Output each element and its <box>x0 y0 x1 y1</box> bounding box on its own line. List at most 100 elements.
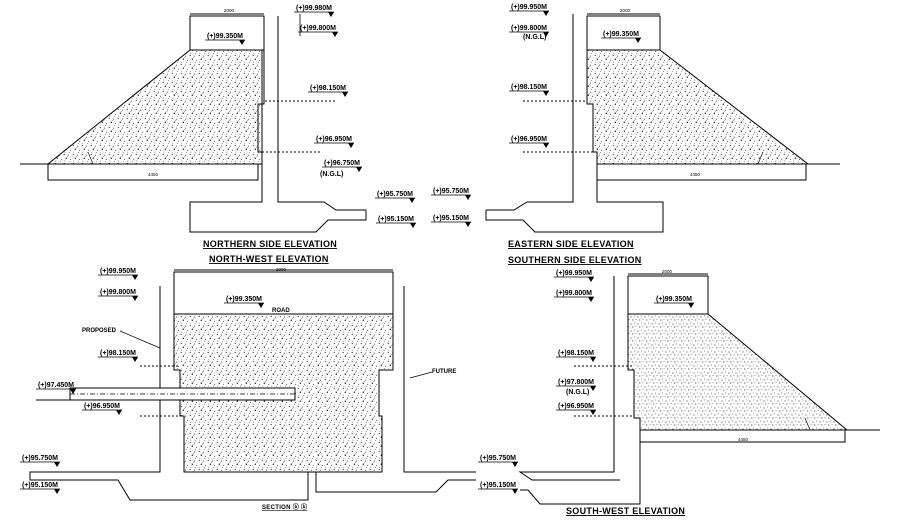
ngl-label: (N.G.L) <box>566 389 589 396</box>
southwest-labels: 2000 4450 (+)99.950M (+)99.800M (+)99.35… <box>480 269 749 516</box>
top-dimension: 2000 <box>620 8 631 13</box>
level-label: (+)95.150M <box>433 215 469 222</box>
level-marker-icon <box>543 11 549 16</box>
level-marker-icon <box>635 38 641 43</box>
level-marker-icon <box>409 198 415 203</box>
level-marker-icon <box>590 386 596 391</box>
level-marker-icon <box>543 91 549 96</box>
eastern-elevation <box>485 13 840 233</box>
level-marker-icon <box>348 143 354 148</box>
level-label: (+)96.950M <box>511 136 547 143</box>
level-marker-icon <box>356 167 362 172</box>
soil-fill <box>627 313 849 431</box>
level-marker-icon <box>543 32 549 37</box>
level-label: (+)99.350M <box>656 296 692 303</box>
level-label: (+)99.950M <box>511 4 547 11</box>
base-dimension-box <box>47 163 259 181</box>
level-label: (+)99.800M <box>300 25 336 32</box>
ngl-label: (N.G.L) <box>523 34 546 41</box>
level-marker-icon <box>239 40 245 45</box>
level-label: (+)99.350M <box>603 31 639 38</box>
level-marker-icon <box>588 277 594 282</box>
level-label: (+)95.750M <box>480 455 516 462</box>
level-label: (+)98.150M <box>558 350 594 357</box>
level-label: (+)98.150M <box>511 84 547 91</box>
level-marker-icon <box>132 357 138 362</box>
level-label: (+)95.150M <box>22 482 58 489</box>
level-marker-icon <box>688 303 694 308</box>
road-label: ROAD <box>272 308 290 314</box>
level-label: (+)96.950M <box>84 403 120 410</box>
level-marker-icon <box>328 12 334 17</box>
level-label: (+)99.800M <box>100 289 136 296</box>
soil-fill <box>46 49 263 165</box>
future-label: FUTURE <box>432 369 456 375</box>
level-label: (+)99.350M <box>207 33 243 40</box>
base-dimension: 4450 <box>148 172 159 177</box>
level-label: (+)98.150M <box>310 85 346 92</box>
level-marker-icon <box>54 489 60 494</box>
level-label: (+)98.150M <box>100 350 136 357</box>
eastern-labels: 2000 4450 (+)99.950M (+)99.800M (N.G.L) … <box>433 4 701 265</box>
soil-fill <box>586 49 810 165</box>
parapet <box>627 275 709 315</box>
level-marker-icon <box>132 296 138 301</box>
level-label: (+)97.450M <box>38 382 74 389</box>
level-label: (+)95.150M <box>378 216 414 223</box>
section-title: SECTION ⓑ ⓑ <box>262 503 307 511</box>
level-label: (+)96.950M <box>316 136 352 143</box>
level-markers <box>20 10 694 494</box>
level-marker-icon <box>465 222 471 227</box>
level-marker-icon <box>512 462 518 467</box>
level-marker-icon <box>588 297 594 302</box>
top-dimension: 2000 <box>224 8 235 13</box>
level-label: (+)99.800M <box>556 290 592 297</box>
ngl-label: (N.G.L) <box>320 171 343 178</box>
level-marker-icon <box>590 410 596 415</box>
level-label: (+)95.750M <box>433 188 469 195</box>
level-label: (+)95.750M <box>377 191 413 198</box>
level-label: (+)97.800M <box>558 379 594 386</box>
level-marker-icon <box>70 389 76 394</box>
base-dimension: 4450 <box>738 437 749 442</box>
base-dimension: 4450 <box>690 172 701 177</box>
northern-elevation <box>20 13 367 233</box>
view-title: EASTERN SIDE ELEVATION <box>508 239 634 249</box>
level-label: (+)95.150M <box>480 482 516 489</box>
level-marker-icon <box>590 357 596 362</box>
level-label: (+)99.950M <box>100 268 136 275</box>
view-title: NORTH-WEST ELEVATION <box>209 254 329 264</box>
view-title: NORTHERN SIDE ELEVATION <box>203 239 337 249</box>
view-title: SOUTHERN SIDE ELEVATION <box>508 255 642 265</box>
level-marker-icon <box>543 143 549 148</box>
level-marker-icon <box>410 223 416 228</box>
top-dimension: 2000 <box>276 267 287 272</box>
level-marker-icon <box>332 32 338 37</box>
level-marker-icon <box>258 303 264 308</box>
level-label: (+)99.980M <box>296 5 332 12</box>
level-label: (+)96.750M <box>324 160 360 167</box>
level-marker-icon <box>342 92 348 97</box>
level-label: (+)99.800M <box>511 25 547 32</box>
section-view <box>29 269 476 501</box>
level-label: (+)99.950M <box>556 270 592 277</box>
level-marker-icon <box>512 489 518 494</box>
southwest-elevation <box>518 273 880 505</box>
level-label: (+)95.750M <box>22 455 58 462</box>
level-marker-icon <box>54 462 60 467</box>
proposed-label: PROPOSED <box>82 328 117 334</box>
base-dimension-box <box>596 163 807 181</box>
road-block <box>173 271 394 315</box>
top-dimension: 2000 <box>662 269 673 274</box>
view-title: SOUTH-WEST ELEVATION <box>566 506 685 516</box>
level-marker-icon <box>132 275 138 280</box>
level-marker-icon <box>465 195 471 200</box>
level-label: (+)99.350M <box>226 296 262 303</box>
base-dimension-box <box>639 429 846 443</box>
northern-labels: 2000 4450 (+)99.980M (+)99.800M (+)99.35… <box>148 5 414 264</box>
level-marker-icon <box>116 410 122 415</box>
level-label: (+)96.950M <box>558 403 594 410</box>
section-labels: 2000 ROAD PROPOSED FUTURE (+)99.950M (+)… <box>22 267 456 511</box>
